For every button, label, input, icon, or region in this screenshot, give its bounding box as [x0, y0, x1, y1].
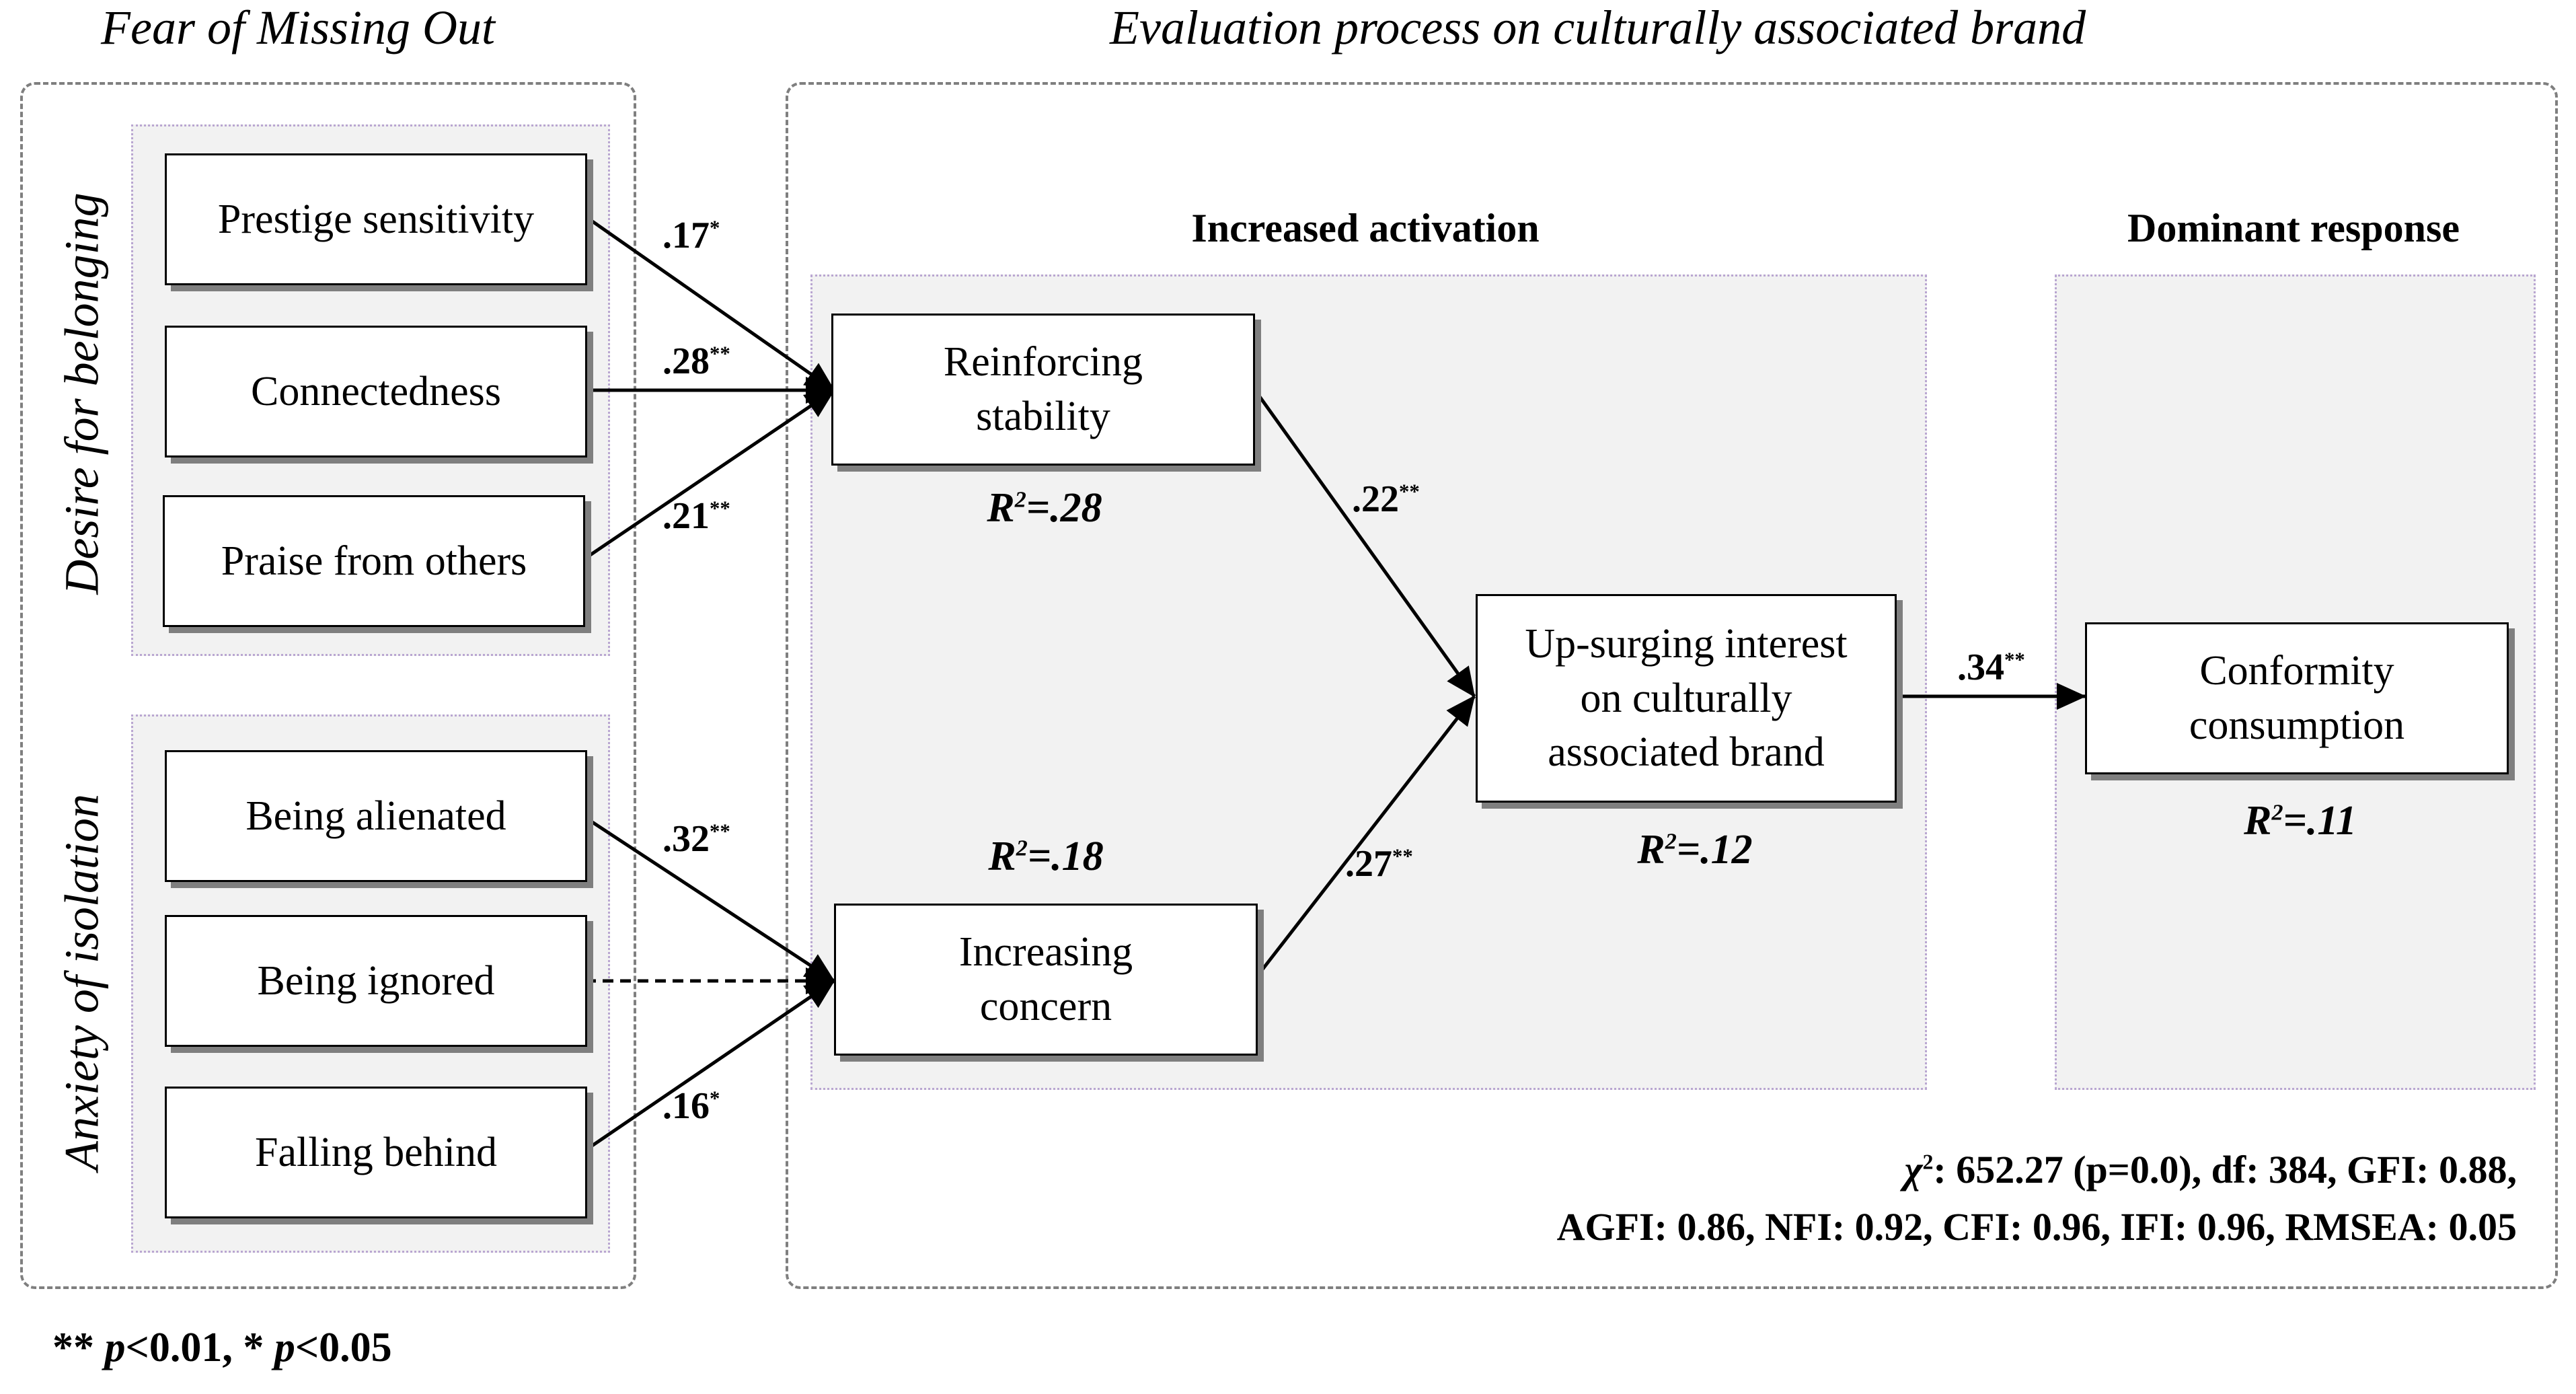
coef-concern-interest: .27**: [1345, 843, 1413, 885]
dominant-panel-title: Dominant response: [2127, 206, 2460, 250]
node-upsurging-interest: Up-surging interest on culturally associ…: [1476, 594, 1897, 803]
coef-prestige-stability: .17*: [662, 215, 720, 256]
activation-panel-title: Increased activation: [1191, 206, 1540, 250]
fit-stats-line2: AGFI: 0.86, NFI: 0.92, CFI: 0.96, IFI: 0…: [1556, 1205, 2517, 1249]
coef-alienated-concern: .32**: [662, 818, 730, 860]
node-being-alienated: Being alienated: [165, 750, 587, 882]
coef-praise-stability: .21**: [662, 495, 730, 537]
node-falling-behind: Falling behind: [165, 1087, 587, 1218]
r2-conformity: R2=.11: [2244, 798, 2357, 844]
node-increasing-concern: Increasing concern: [834, 904, 1258, 1056]
evaluation-title: Evaluation process on culturally associa…: [1110, 1, 2086, 54]
node-conformity-consumption: Conformity consumption: [2085, 622, 2509, 774]
r2-interest: R2=.12: [1637, 827, 1753, 873]
fit-stats-line1: χ2: 652.27 (p=0.0), df: 384, GFI: 0.88,: [1904, 1148, 2517, 1191]
node-reinforcing-stability: Reinforcing stability: [831, 314, 1255, 466]
arrow-concern-interest: [1256, 695, 1476, 977]
arrow-praise-stability: [584, 388, 835, 560]
r2-stability: R2=.28: [987, 485, 1102, 531]
node-being-ignored: Being ignored: [165, 915, 587, 1047]
fomo-outer-box: [20, 82, 636, 1289]
node-connectedness: Connectedness: [165, 326, 587, 457]
node-praise-from-others: Praise from others: [163, 495, 585, 627]
arrow-falling-concern: [584, 979, 835, 1152]
coef-interest-conformity: .34**: [1957, 647, 2025, 688]
coef-falling-concern: .16*: [662, 1085, 720, 1127]
arrow-stability-interest: [1253, 389, 1476, 698]
node-prestige-sensitivity: Prestige sensitivity: [165, 153, 587, 285]
r2-concern: R2=.18: [988, 834, 1104, 879]
significance-footnote: ** p<0.01, * p<0.05: [52, 1325, 392, 1370]
coef-connectedness-stability: .28**: [662, 340, 730, 382]
evaluation-outer-box: [786, 82, 2558, 1289]
coef-stability-interest: .22**: [1352, 478, 1420, 520]
arrow-prestige-stability: [587, 217, 835, 392]
fomo-title: Fear of Missing Out: [101, 1, 495, 54]
arrow-alienated-concern: [584, 815, 835, 983]
